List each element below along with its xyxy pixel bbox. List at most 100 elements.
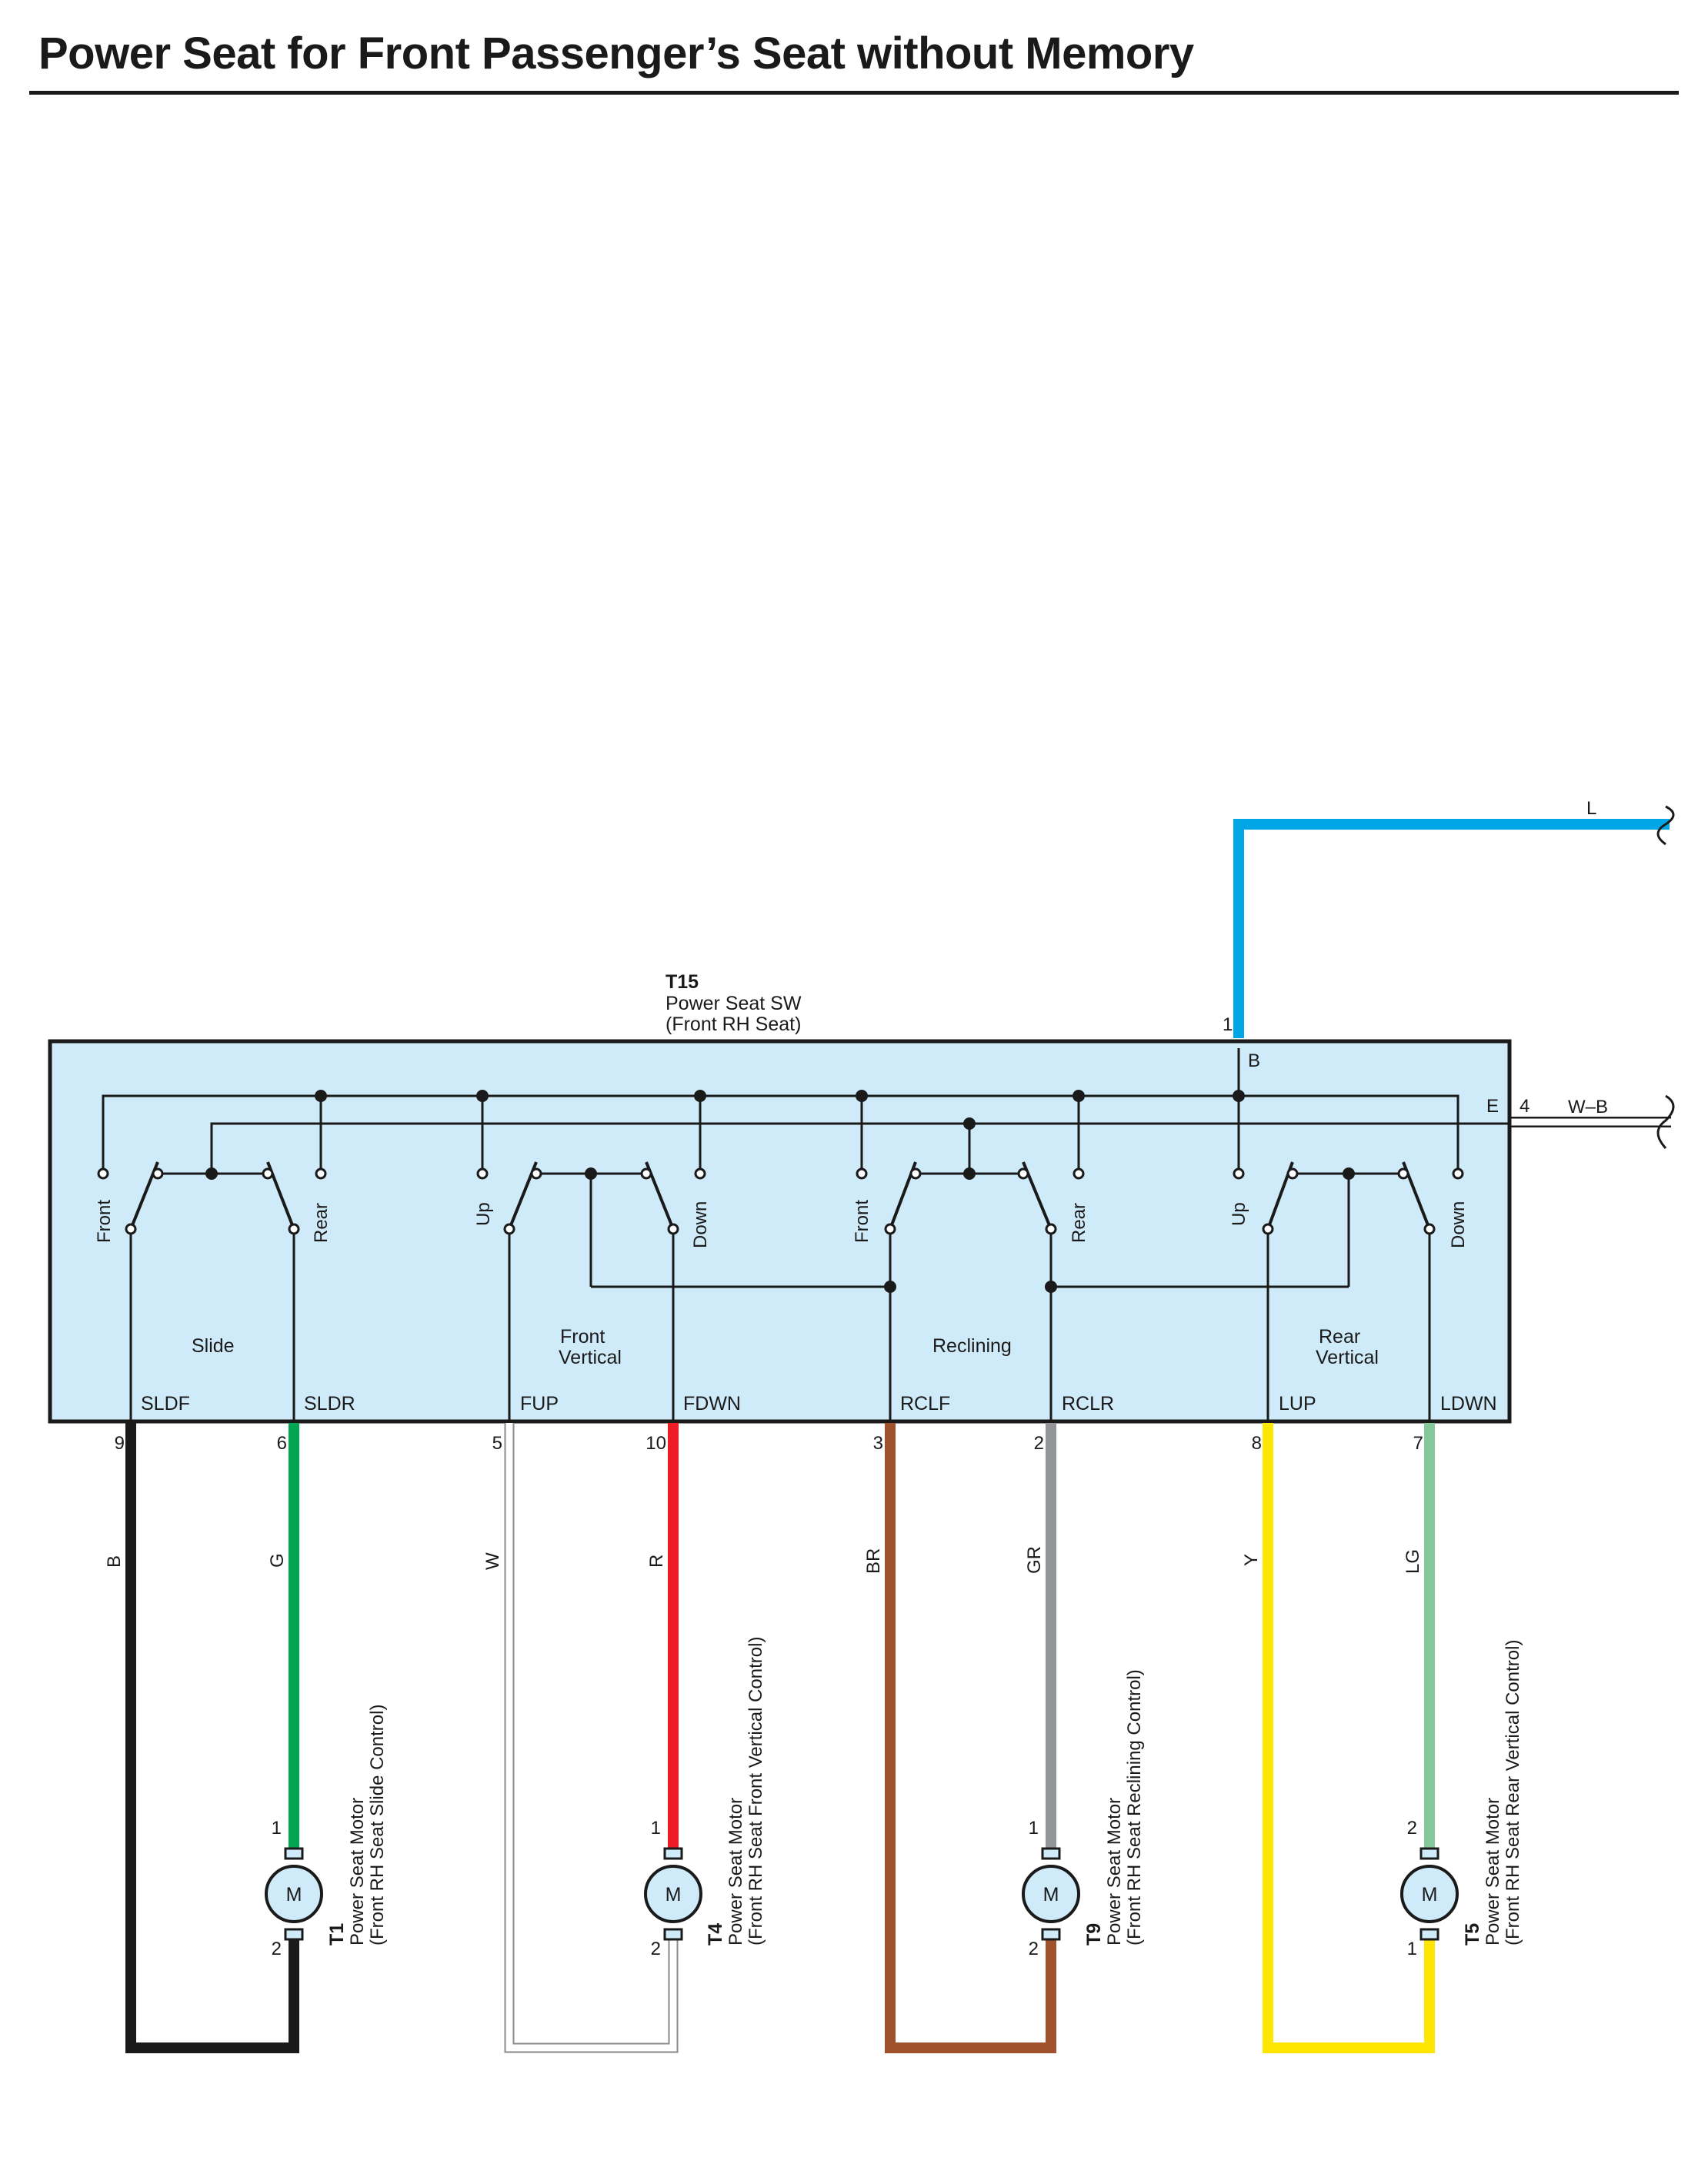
contact-label: Front [94,1200,115,1243]
terminal-names: SLDF SLDR FUP FDWN RCLF RCLR LUP LDWN [141,1393,1497,1415]
wire-B [125,1423,299,2053]
wire-code: Y [1241,1554,1262,1566]
switch-terminal-leads [129,1229,1431,1421]
motor-icon [644,1865,702,1923]
contact-label: Up [473,1202,494,1226]
motor-T5: M 2 1 T5 Power Seat Motor (Front RH Seat… [1400,1640,1523,1959]
motor-code: T4 [705,1923,726,1946]
motor-top-pin: 1 [1029,1818,1039,1839]
wire-code: LG [1403,1549,1423,1574]
wire-code: GR [1024,1546,1045,1574]
switch-pin-numbers: 9 6 5 10 3 2 8 7 [115,1433,1423,1454]
pin-number: 9 [115,1433,125,1454]
terminal-name: FUP [520,1393,559,1415]
ground-wire-WB: W–B 4 [1510,1094,1675,1150]
contact-label: Down [690,1201,711,1248]
motor-icon [1022,1865,1080,1923]
motor-wire-loops [125,1423,1435,2053]
switch-contacts [97,1167,1464,1235]
motor-symbol: M [1422,1884,1438,1905]
group-label-line: Vertical [559,1347,622,1368]
wire-break-icon [1656,1094,1675,1150]
motor-icon [1400,1865,1459,1923]
wire-code: W [482,1552,503,1570]
motor-name: Power Seat Motor [1483,1798,1503,1946]
switch-code: T15 [666,971,699,993]
pin-B-label: B [1248,1050,1260,1071]
motor-bottom-pin: 2 [651,1939,661,1959]
pin-number: 2 [1034,1433,1044,1454]
contact-label: Rear [1069,1203,1089,1243]
wire-break-icon [1656,805,1675,846]
pin-number: 6 [277,1433,287,1454]
motor-name: Power Seat Motor [347,1798,368,1946]
junction-dots [205,1090,1355,1293]
contact-label: Front [852,1200,872,1243]
motor-code: T9 [1083,1923,1105,1946]
pin-E-label: E [1486,1096,1499,1117]
motor-T4: M 1 2 T4 Power Seat Motor (Front RH Seat… [644,1637,766,1959]
wire-color-label-L: L [1586,798,1596,819]
pin-number: 8 [1252,1433,1262,1454]
motor-bottom-pin: 2 [1029,1939,1039,1959]
motor-sub: (Front RH Seat Front Vertical Control) [746,1637,766,1946]
title-rule [29,91,1679,95]
pin-number: 10 [646,1433,666,1454]
group-label-line: Front [560,1326,605,1348]
motor-symbol: M [1043,1884,1059,1905]
page-title: Power Seat for Front Passenger’s Seat wi… [38,28,1194,78]
pin-number: 3 [873,1433,883,1454]
wire-code: BR [863,1548,884,1574]
terminal-name: RCLR [1062,1393,1114,1415]
group-label-line: Vertical [1316,1347,1379,1368]
wire-Y [1263,1423,1435,2053]
wire-code: R [646,1555,667,1568]
terminal-name: SLDR [304,1393,355,1415]
motor-T9: M 1 2 T9 Power Seat Motor (Front RH Seat… [1022,1669,1145,1959]
terminal-name: SLDF [141,1393,190,1415]
power-wire-L: L [1233,798,1675,1038]
wire-code: G [267,1553,288,1568]
motor-icon [265,1865,323,1923]
power-seat-switch-T15: T15 Power Seat SW (Front RH Seat) 1 B E [48,971,1512,1424]
terminal-name: LUP [1279,1393,1316,1415]
motor-T1: M 1 2 T1 Power Seat Motor (Front RH Seat… [265,1705,388,1959]
group-label-line: Rear [1319,1326,1360,1348]
pin-E-number: 4 [1520,1096,1530,1117]
motor-top-pin: 1 [651,1818,661,1839]
terminal-name: FDWN [683,1393,741,1415]
terminal-name: LDWN [1440,1393,1497,1415]
motor-top-pin: 1 [272,1818,282,1839]
terminal-name: RCLF [900,1393,950,1415]
pin-B-number: 1 [1223,1014,1233,1035]
motor-sub: (Front RH Seat Slide Control) [367,1705,388,1946]
wire-BR [885,1423,1056,2053]
wire-color-label-WB: W–B [1568,1097,1608,1117]
wire-color-codes: B G W R BR GR Y LG [104,1546,1423,1574]
switch-box [48,1039,1512,1424]
contact-label: Down [1448,1201,1469,1248]
motor-code: T5 [1462,1923,1483,1946]
group-label-slide: Slide [192,1335,235,1357]
group-label-reclining: Reclining [932,1335,1012,1357]
wire-W [505,1423,677,2052]
motor-code: T1 [326,1923,348,1946]
motor-bottom-pin: 1 [1407,1939,1417,1959]
motor-symbol: M [666,1884,682,1905]
motor-symbol: M [286,1884,302,1905]
motor-bottom-pin: 2 [272,1939,282,1959]
contact-label: Rear [311,1203,332,1243]
contact-label: Up [1229,1202,1249,1226]
motor-name: Power Seat Motor [726,1798,746,1946]
motor-sub: (Front RH Seat Rear Vertical Control) [1503,1640,1523,1946]
motor-name: Power Seat Motor [1104,1798,1125,1946]
contact-labels: Front Rear Up Down Front Rear Up Down [94,1200,1469,1248]
pin-number: 5 [492,1433,502,1454]
motor-sub: (Front RH Seat Reclining Control) [1124,1669,1145,1946]
pin-number: 7 [1413,1433,1423,1454]
wire-code: B [104,1555,125,1568]
